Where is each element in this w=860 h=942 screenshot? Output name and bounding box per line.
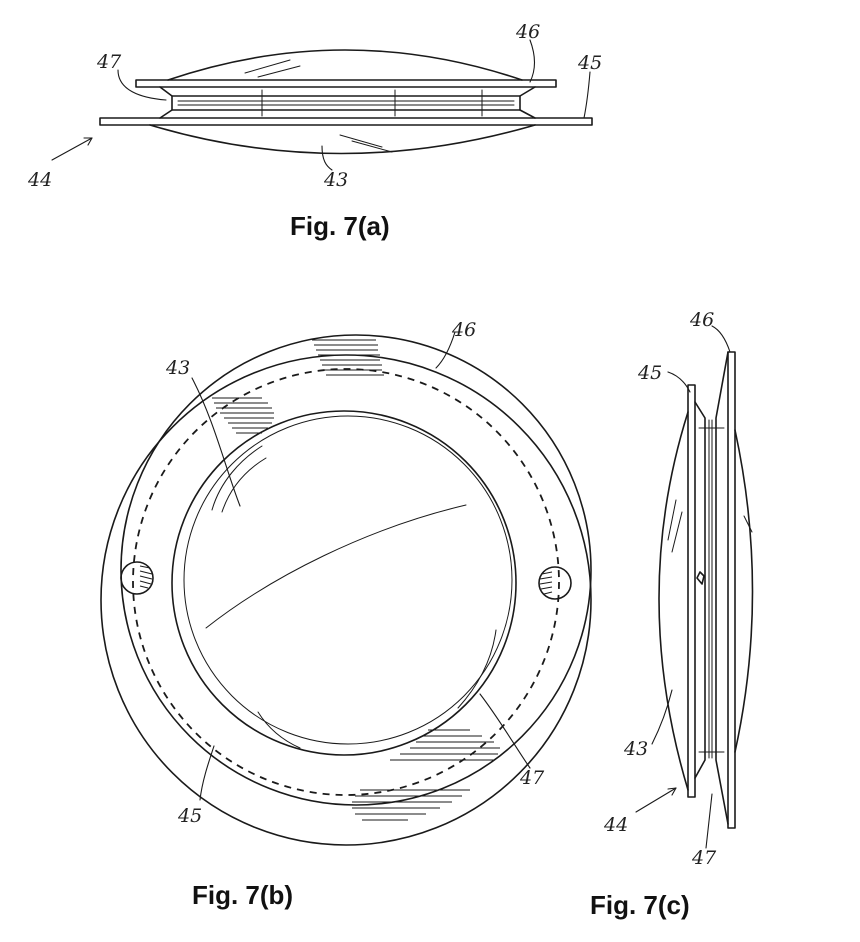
fig7c-caption: Fig. 7(c) bbox=[590, 890, 690, 920]
fig7b-label-upper-flange: 46 bbox=[451, 319, 476, 341]
fig7b-hole-right-hatch bbox=[539, 571, 553, 595]
fig7c-label-lens: 43 bbox=[623, 738, 648, 760]
figure-7a: 47 46 45 43 44 Fig. 7(a) bbox=[27, 21, 602, 241]
fig7b-hatch-upper-left bbox=[212, 397, 274, 434]
fig7a-label-channel: 47 bbox=[96, 51, 122, 73]
fig7a-label-assembly: 44 bbox=[27, 169, 52, 191]
fig7c-label-assembly: 44 bbox=[603, 814, 628, 836]
fig7b-hole-left-hatch bbox=[139, 565, 153, 589]
fig7a-label-upper-flange: 46 bbox=[515, 21, 540, 43]
fig7c-drawing bbox=[635, 325, 754, 849]
fig7b-drawing bbox=[100, 331, 592, 846]
fig7c-label-lower-flange: 45 bbox=[637, 362, 662, 384]
fig7c-label-upper-flange: 46 bbox=[689, 309, 714, 331]
fig7c-label-channel: 47 bbox=[691, 847, 717, 869]
fig7a-drawing bbox=[51, 39, 593, 171]
fig7a-caption: Fig. 7(a) bbox=[290, 211, 390, 241]
fig7a-label-lens: 43 bbox=[323, 169, 348, 191]
fig7b-caption: Fig. 7(b) bbox=[192, 880, 293, 910]
figure-7b: 43 46 47 45 Fig. 7(b) bbox=[100, 319, 592, 910]
figure-7c: 46 45 43 44 47 Fig. 7(c) bbox=[590, 309, 754, 920]
fig7b-hatch-bottom bbox=[352, 789, 470, 821]
fig7b-hatch-lower-right bbox=[390, 729, 500, 761]
fig7b-label-channel: 47 bbox=[519, 767, 545, 789]
fig7b-label-lens: 43 bbox=[165, 357, 190, 379]
fig7a-label-lower-flange: 45 bbox=[577, 52, 602, 74]
fig7b-label-lower-flange: 45 bbox=[177, 805, 202, 827]
